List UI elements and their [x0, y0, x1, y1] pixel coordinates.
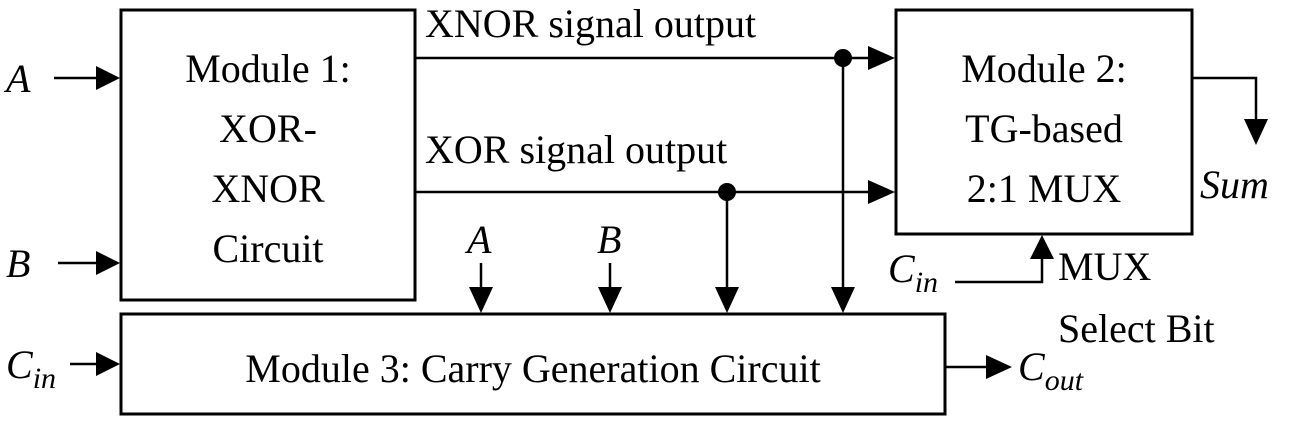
input-a-arrowhead [96, 66, 120, 90]
mux-select-wire [955, 258, 1044, 284]
xnor-output-arrowhead [868, 46, 895, 70]
module1-line2: XOR- [219, 106, 317, 151]
mux-cin-label: Cin [888, 246, 938, 299]
xor-output-arrowhead [868, 180, 895, 204]
module3-input-a-arrowhead [469, 287, 493, 313]
module1-box [119, 8, 417, 302]
module3-input-b-arrowhead [598, 287, 622, 313]
xnor-output-label: XNOR signal output [425, 1, 756, 46]
sum-wire [1192, 76, 1258, 120]
mux-select-label-line2: Select Bit [1058, 306, 1215, 351]
module3-input-b-label: B [597, 217, 621, 262]
sum-label: Sum [1200, 162, 1269, 207]
xnor-to-module3-arrowhead [831, 287, 855, 313]
input-b-arrowhead [96, 251, 120, 275]
module3-cin-label: Cin [6, 342, 56, 395]
module1-line1: Module 1: [185, 46, 351, 91]
xor-to-module3-arrowhead [715, 287, 739, 313]
module2-line1: Module 2: [961, 46, 1127, 91]
module2-line3: 2:1 MUX [967, 166, 1122, 211]
mux-select-label-line1: MUX [1058, 244, 1151, 289]
module2-box [894, 8, 1194, 236]
sum-arrowhead [1244, 119, 1268, 145]
cout-label: Cout [1018, 344, 1084, 397]
module3-box [119, 312, 947, 416]
input-a-label: A [3, 56, 31, 101]
input-b-label: B [6, 241, 30, 286]
module1-line4: Circuit [212, 226, 323, 271]
module3-label: Module 3: Carry Generation Circuit [245, 346, 820, 391]
mux-select-arrowhead [1030, 235, 1054, 259]
module3-input-a-label: A [464, 217, 492, 262]
module1-line3: XNOR [211, 166, 325, 211]
cout-arrowhead [986, 355, 1012, 379]
xor-output-label: XOR signal output [425, 127, 727, 172]
module3-cin-arrowhead [96, 352, 120, 376]
module2-line2: TG-based [965, 106, 1123, 151]
